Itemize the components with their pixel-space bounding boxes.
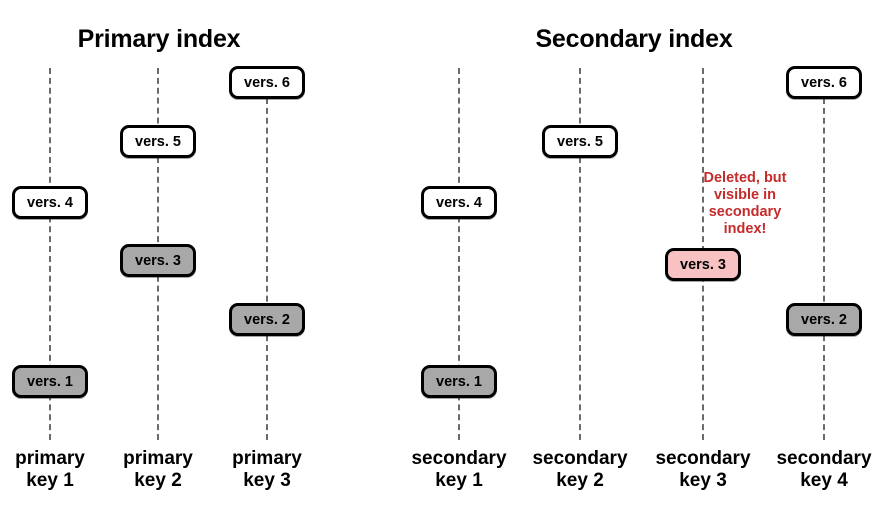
key-label-secondary-key-3-line-2: key 3	[679, 470, 727, 491]
version-box-primary-key1-vers4[interactable]: vers. 4	[12, 186, 88, 219]
key-label-secondary-key-3-line-1: secondary	[655, 448, 751, 469]
deleted-annotation: Deleted, but visible in secondary index!	[704, 170, 787, 238]
version-box-secondary-key1-vers1[interactable]: vers. 1	[421, 365, 497, 398]
key-label-secondary-key-1: secondary key 1	[411, 448, 506, 492]
key-label-secondary-key-2-line-2: key 2	[556, 470, 604, 491]
key-label-primary-key-3: primary key 3	[232, 448, 302, 492]
key-label-primary-key-3-line-1: primary	[232, 448, 302, 469]
key-label-secondary-key-4-line-1: secondary	[776, 448, 872, 469]
key-label-primary-key-2-line-2: key 2	[134, 470, 182, 491]
key-label-secondary-key-1-line-1: secondary	[411, 448, 507, 469]
key-label-primary-key-3-line-2: key 3	[243, 470, 291, 491]
lane-line-secondary-key-4	[823, 98, 825, 440]
key-label-primary-key-1-line-1: primary	[15, 448, 85, 469]
version-box-primary-key3-vers6[interactable]: vers. 6	[229, 66, 305, 99]
key-label-secondary-key-2: secondary key 2	[532, 448, 627, 492]
version-box-secondary-key3-vers3-deleted[interactable]: vers. 3	[665, 248, 741, 281]
lane-line-secondary-key-1	[458, 68, 460, 440]
version-box-secondary-key4-vers2[interactable]: vers. 2	[786, 303, 862, 336]
deleted-annotation-line-1: Deleted, but	[703, 170, 787, 186]
version-box-secondary-key2-vers5[interactable]: vers. 5	[542, 125, 618, 158]
key-label-secondary-key-4: secondary key 4	[776, 448, 871, 492]
panel-title-secondary: Secondary index	[535, 25, 733, 53]
key-label-primary-key-1: primary key 1	[15, 448, 85, 492]
deleted-annotation-line-2: visible in	[713, 187, 777, 203]
lane-line-primary-key-1	[49, 68, 51, 440]
key-label-primary-key-1-line-2: key 1	[26, 470, 74, 491]
key-label-primary-key-2: primary key 2	[123, 448, 193, 492]
panel-title-primary: Primary index	[77, 25, 241, 53]
version-box-primary-key2-vers5[interactable]: vers. 5	[120, 125, 196, 158]
deleted-annotation-line-3: secondary	[708, 204, 782, 220]
version-box-secondary-key1-vers4[interactable]: vers. 4	[421, 186, 497, 219]
lane-line-secondary-key-2	[579, 68, 581, 440]
lane-line-primary-key-3	[266, 98, 268, 440]
key-label-secondary-key-3: secondary key 3	[655, 448, 750, 492]
key-label-secondary-key-2-line-1: secondary	[532, 448, 628, 469]
version-box-primary-key3-vers2[interactable]: vers. 2	[229, 303, 305, 336]
key-label-secondary-key-4-line-2: key 4	[800, 470, 848, 491]
deleted-annotation-line-4: index!	[723, 221, 767, 237]
version-box-secondary-key4-vers6[interactable]: vers. 6	[786, 66, 862, 99]
version-box-primary-key2-vers3[interactable]: vers. 3	[120, 244, 196, 277]
version-box-primary-key1-vers1[interactable]: vers. 1	[12, 365, 88, 398]
key-label-secondary-key-1-line-2: key 1	[435, 470, 483, 491]
key-label-primary-key-2-line-1: primary	[123, 448, 193, 469]
